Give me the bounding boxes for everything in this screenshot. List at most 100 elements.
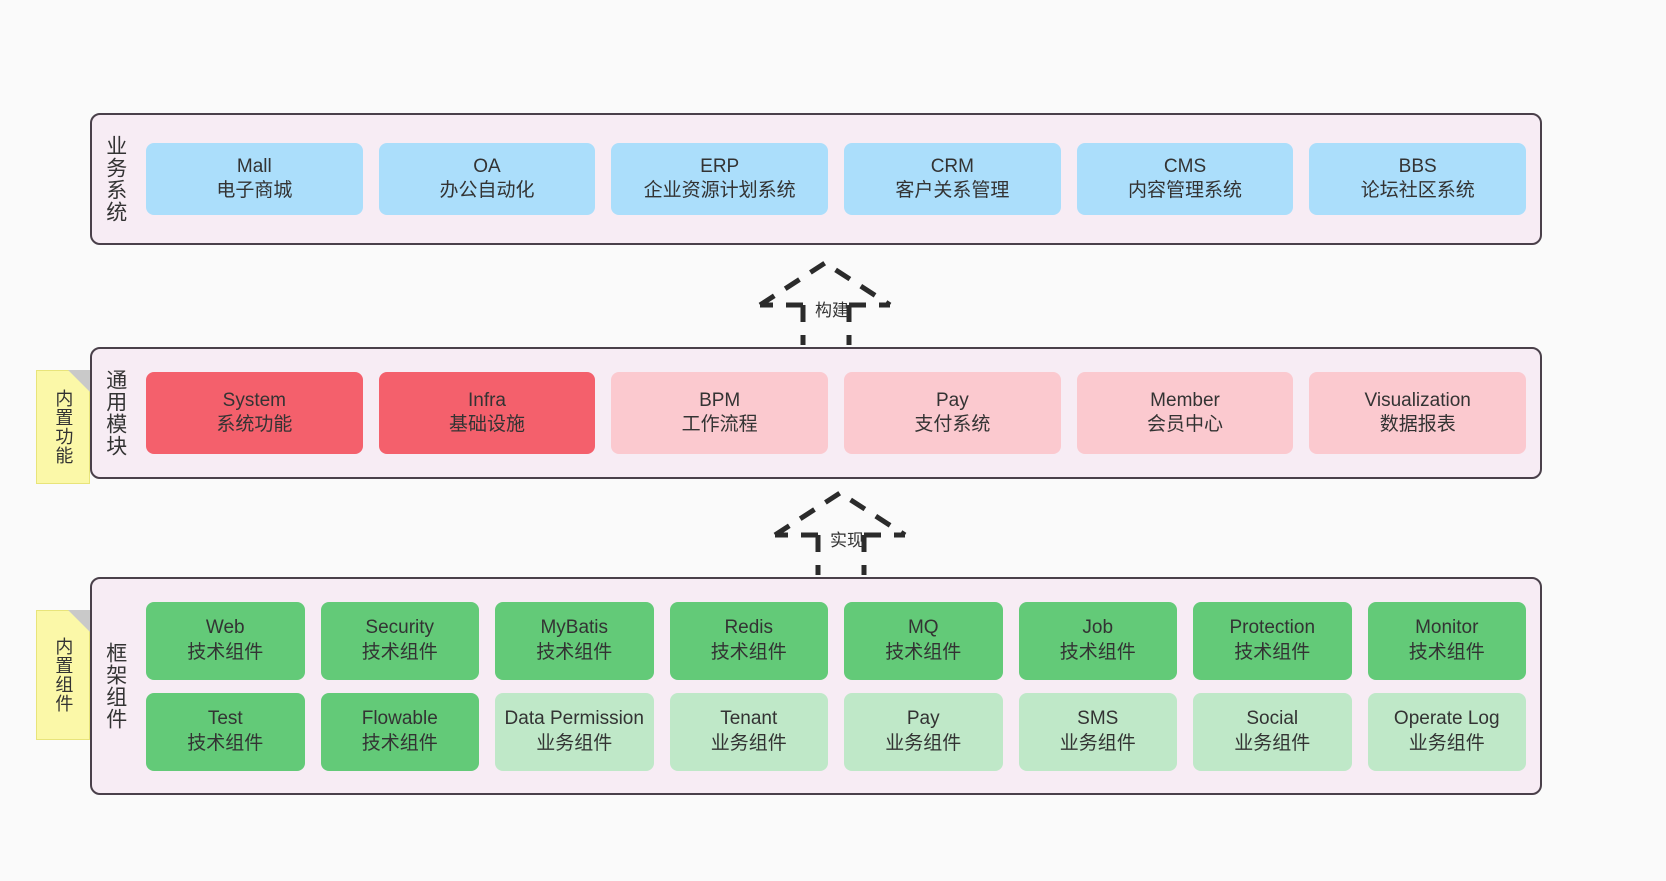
node-infra[interactable]: Infra 基础设施: [378, 372, 596, 454]
arrow-head-build: [758, 260, 892, 308]
node-protection[interactable]: Protection 技术组件: [1193, 601, 1352, 680]
node-social-title: Social: [1246, 708, 1299, 730]
node-infra-title: Infra: [467, 389, 507, 411]
node-data-permission-subtitle: 业务组件: [536, 732, 613, 754]
node-tenant[interactable]: Tenant 业务组件: [669, 692, 828, 771]
node-mybatis-title: MyBatis: [540, 617, 609, 639]
arrow-stem-implement: [775, 532, 905, 575]
layer-title-business-system: 业务系统: [103, 135, 127, 223]
node-tenant-subtitle: 业务组件: [710, 732, 787, 754]
node-erp-title: ERP: [700, 155, 740, 177]
node-oa-subtitle: 办公自动化: [439, 180, 535, 201]
layer-body-common-module: System 系统功能 Infra 基础设施 BPM 工作流程 Pay 支付系统…: [138, 349, 1540, 477]
node-mybatis-subtitle: 技术组件: [536, 641, 613, 663]
node-oa-title: OA: [473, 155, 501, 177]
node-mall[interactable]: Mall 电子商城: [146, 143, 363, 215]
node-member-subtitle: 会员中心: [1147, 414, 1224, 435]
node-bbs[interactable]: BBS 论坛社区系统: [1309, 143, 1527, 215]
node-bpm[interactable]: BPM 工作流程: [611, 372, 829, 454]
node-web-title: Web: [205, 617, 245, 639]
node-system-subtitle: 系统功能: [216, 414, 293, 435]
note-builtin-component: 内置组件: [36, 610, 90, 740]
layer-business-system: 业务系统 Mall 电子商城 OA 办公自动化 ERP 企业资源计划系统 CRM…: [90, 113, 1542, 245]
node-job[interactable]: Job 技术组件: [1018, 601, 1177, 680]
framework-row-technical: Web 技术组件 Security 技术组件 MyBatis 技术组件 Redi…: [146, 601, 1526, 680]
node-pay-component-title: Pay: [906, 708, 940, 730]
layer-common-module: 通用模块 System 系统功能 Infra 基础设施 BPM 工作流程 Pay…: [90, 347, 1542, 479]
node-system-title: System: [222, 389, 287, 411]
node-web-subtitle: 技术组件: [187, 641, 264, 663]
node-test-subtitle: 技术组件: [187, 732, 264, 754]
layer-title-framework-component: 框架组件: [103, 642, 127, 730]
node-monitor[interactable]: Monitor 技术组件: [1367, 601, 1526, 680]
node-social-subtitle: 业务组件: [1234, 732, 1311, 754]
node-crm[interactable]: CRM 客户关系管理: [844, 143, 1061, 215]
node-tenant-title: Tenant: [720, 708, 778, 730]
node-redis-title: Redis: [724, 617, 774, 639]
node-visualization[interactable]: Visualization 数据报表: [1309, 372, 1527, 454]
node-erp[interactable]: ERP 企业资源计划系统: [611, 143, 829, 215]
node-oa[interactable]: OA 办公自动化: [378, 143, 596, 215]
node-job-subtitle: 技术组件: [1059, 641, 1136, 663]
node-flowable[interactable]: Flowable 技术组件: [320, 692, 479, 771]
node-operate-log[interactable]: Operate Log 业务组件: [1367, 692, 1526, 771]
node-pay-module[interactable]: Pay 支付系统: [844, 372, 1061, 454]
node-member-title: Member: [1150, 389, 1220, 411]
arrow-head-implement: [773, 490, 907, 538]
node-flowable-subtitle: 技术组件: [361, 732, 438, 754]
node-monitor-subtitle: 技术组件: [1408, 641, 1485, 663]
layer-framework-component: 框架组件 Web 技术组件 Security 技术组件 MyBatis 技术组件…: [90, 577, 1542, 795]
node-data-permission[interactable]: Data Permission 业务组件: [495, 692, 654, 771]
node-pay-module-title: Pay: [935, 389, 969, 411]
node-pay-component[interactable]: Pay 业务组件: [844, 692, 1003, 771]
note-builtin-function: 内置功能: [36, 370, 90, 484]
node-redis[interactable]: Redis 技术组件: [669, 601, 828, 680]
node-mq-subtitle: 技术组件: [885, 641, 962, 663]
node-flowable-title: Flowable: [361, 708, 438, 730]
node-cms[interactable]: CMS 内容管理系统: [1076, 143, 1294, 215]
node-operate-log-subtitle: 业务组件: [1408, 732, 1485, 754]
node-sms[interactable]: SMS 业务组件: [1018, 692, 1177, 771]
node-system[interactable]: System 系统功能: [146, 372, 363, 454]
node-social[interactable]: Social 业务组件: [1193, 692, 1352, 771]
node-cms-title: CMS: [1163, 155, 1207, 177]
node-mall-subtitle: 电子商城: [216, 180, 293, 201]
node-crm-title: CRM: [930, 155, 974, 177]
node-monitor-title: Monitor: [1415, 617, 1479, 639]
node-infra-subtitle: 基础设施: [449, 414, 526, 435]
layer-body-business-system: Mall 电子商城 OA 办公自动化 ERP 企业资源计划系统 CRM 客户关系…: [138, 115, 1540, 243]
arrow-implement: 实现: [772, 488, 922, 578]
layer-body-framework-component: Web 技术组件 Security 技术组件 MyBatis 技术组件 Redi…: [138, 579, 1540, 793]
node-bbs-title: BBS: [1398, 155, 1437, 177]
framework-row-business: Test 技术组件 Flowable 技术组件 Data Permission …: [146, 692, 1526, 771]
arrow-stem-build: [760, 302, 890, 345]
node-data-permission-title: Data Permission: [504, 708, 644, 730]
node-protection-title: Protection: [1229, 617, 1316, 639]
arrow-build: 构建: [757, 258, 907, 348]
node-test[interactable]: Test 技术组件: [146, 692, 305, 771]
node-mq-title: MQ: [907, 617, 939, 639]
node-pay-component-subtitle: 业务组件: [885, 732, 962, 754]
node-protection-subtitle: 技术组件: [1234, 641, 1311, 663]
node-cms-subtitle: 内容管理系统: [1128, 180, 1243, 201]
node-visualization-title: Visualization: [1364, 389, 1471, 411]
node-bpm-title: BPM: [699, 389, 741, 411]
node-pay-module-subtitle: 支付系统: [914, 414, 991, 435]
node-member[interactable]: Member 会员中心: [1076, 372, 1294, 454]
node-visualization-subtitle: 数据报表: [1379, 414, 1456, 435]
node-security[interactable]: Security 技术组件: [320, 601, 479, 680]
note-builtin-component-label: 内置组件: [53, 637, 74, 713]
node-sms-subtitle: 业务组件: [1059, 732, 1136, 754]
node-operate-log-title: Operate Log: [1393, 708, 1500, 730]
node-bpm-subtitle: 工作流程: [681, 414, 758, 435]
node-bbs-subtitle: 论坛社区系统: [1360, 180, 1475, 201]
node-erp-subtitle: 企业资源计划系统: [643, 180, 796, 201]
node-mall-title: Mall: [236, 155, 272, 177]
node-job-title: Job: [1082, 617, 1114, 639]
node-web[interactable]: Web 技术组件: [146, 601, 305, 680]
node-crm-subtitle: 客户关系管理: [895, 180, 1010, 201]
node-test-title: Test: [207, 708, 243, 730]
node-mybatis[interactable]: MyBatis 技术组件: [495, 601, 654, 680]
node-mq[interactable]: MQ 技术组件: [844, 601, 1003, 680]
